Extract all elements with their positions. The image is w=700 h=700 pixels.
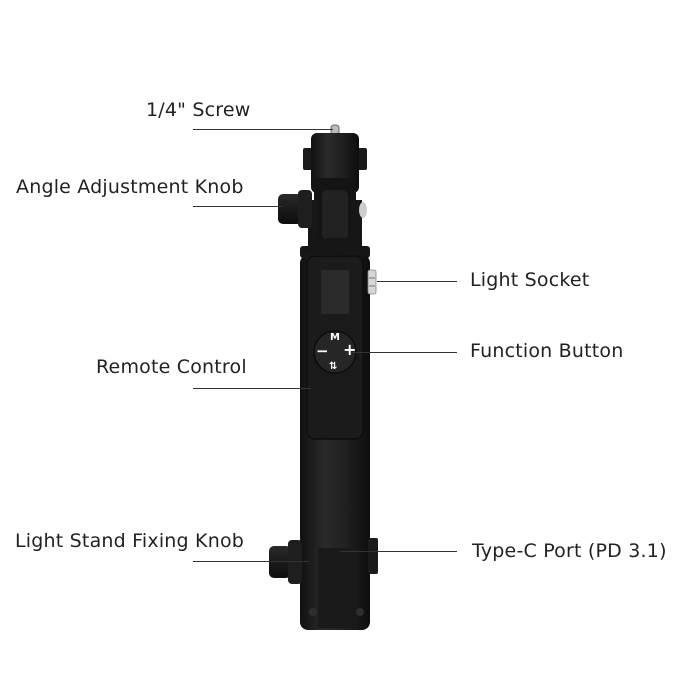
remote-control-label: Remote Control [96, 356, 247, 378]
mount-head [303, 133, 367, 252]
screw-callout-line [193, 129, 333, 130]
display-window [321, 270, 349, 314]
lower-base [309, 538, 378, 628]
angle-knob-label: Angle Adjustment Knob [16, 176, 244, 198]
type-c-callout-line [340, 551, 457, 552]
swap-button[interactable]: ⇅ [329, 361, 338, 372]
function-button-label: Function Button [470, 340, 624, 362]
stand-knob-label: Light Stand Fixing Knob [15, 530, 245, 552]
plus-button[interactable]: + [343, 340, 357, 359]
stand-knob-icon [269, 540, 302, 584]
minus-button[interactable]: − [316, 342, 329, 360]
light-socket-label: Light Socket [470, 269, 590, 291]
remote-control-callout-line [193, 388, 311, 389]
mode-button[interactable]: M [330, 332, 341, 343]
angle-knob-callout-line [193, 206, 283, 207]
stand-knob-callout-line [193, 561, 309, 562]
light-socket-callout-line [377, 281, 457, 282]
angle-knob-icon [278, 190, 312, 228]
light-socket-icon [367, 269, 377, 295]
screw-label: 1/4" Screw [146, 99, 251, 121]
function-button-callout-line [352, 352, 457, 353]
type-c-label: Type-C Port (PD 3.1) [472, 540, 667, 562]
